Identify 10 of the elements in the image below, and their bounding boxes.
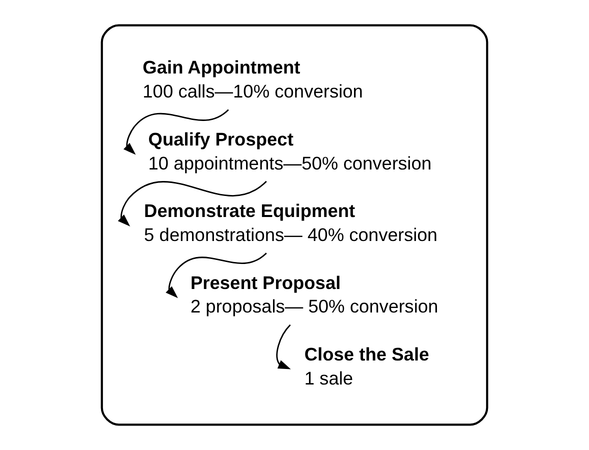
arrow [124, 109, 229, 155]
node-text: Close the Sale 1 sale [304, 344, 430, 388]
node-text: Present Proposal 2 proposals— 50% conversion [190, 272, 438, 317]
arrow [118, 180, 267, 226]
arrow [276, 324, 291, 370]
arrow [166, 252, 267, 298]
node-text: Gain Appointment 100 calls—10% conversion [142, 56, 363, 102]
node-text: Qualify Prospect 10 appointments—50% conversion [148, 128, 432, 174]
cluster [100, 24, 488, 426]
node-text: Demonstrate Equipment 5 demonstrations— 40% conversion [144, 200, 438, 246]
